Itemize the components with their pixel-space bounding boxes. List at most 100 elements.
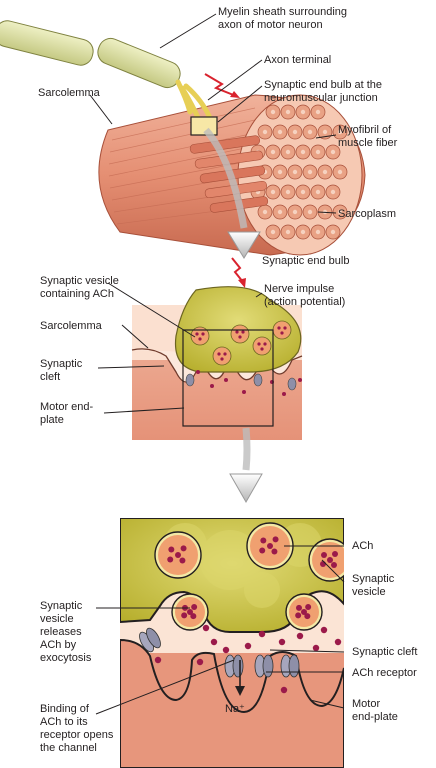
label-endplate-1: Motor end- <box>40 401 94 413</box>
myofibril-core <box>292 169 298 175</box>
ach-molecule <box>334 638 342 646</box>
ach-dot <box>195 332 199 336</box>
myofibril-core <box>292 209 298 215</box>
myofibril-core <box>270 109 276 115</box>
label-ach: ACh <box>352 540 373 552</box>
panel2-receptors <box>185 373 297 391</box>
label-endplate-2: plate <box>40 414 64 426</box>
ach-receptor <box>139 627 161 653</box>
myofibril-core <box>285 149 291 155</box>
ach-molecule <box>296 632 304 640</box>
myofibril-core <box>285 109 291 115</box>
label-binding-1: Binding of <box>40 703 90 715</box>
ach-dot <box>260 347 264 351</box>
ach-molecule <box>210 384 214 388</box>
receptor-half <box>146 627 161 649</box>
myofibril-core <box>270 149 276 155</box>
myelinated-axon <box>0 20 213 125</box>
myofibril-core <box>277 209 283 215</box>
ach-dot <box>220 357 224 361</box>
label-releases-5: exocytosis <box>40 652 92 664</box>
ach-molecule <box>282 392 286 396</box>
myofibril-core <box>262 209 268 215</box>
label-myofibril-2: muscle fiber <box>338 137 398 149</box>
ach-dot <box>263 342 267 346</box>
ach-molecule <box>202 624 210 632</box>
ach-molecule <box>298 378 302 382</box>
zoom-arrow-2-icon <box>229 427 263 504</box>
label-synaptic-vesicle-1: Synaptic <box>352 573 395 585</box>
myofibril-core <box>322 169 328 175</box>
label-myelin-1: Myelin sheath surrounding <box>218 6 347 18</box>
ach-dot <box>301 609 307 615</box>
panel-synaptic-end-bulb: Synaptic end bulb Synaptic vesicle conta… <box>40 255 349 440</box>
ach-dot <box>187 609 193 615</box>
label-synaptic-vesicle-2: vesicle <box>352 586 386 598</box>
label-cleft-1: Synaptic <box>40 358 83 370</box>
myofibril-core <box>315 109 321 115</box>
panel3-annotations: ACh Synaptic vesicle Synaptic vesicle re… <box>40 540 417 754</box>
zoom-box-2 <box>182 329 274 427</box>
ach-dot <box>190 613 197 620</box>
myofibril-core <box>285 189 291 195</box>
ach-dot <box>305 604 312 610</box>
ach-dot <box>179 557 186 564</box>
label-endplate-3-1: Motor <box>352 698 380 710</box>
ach-dot <box>259 547 266 554</box>
label-releases-4: ACh by <box>40 639 77 651</box>
label-sodium: Na⁺ <box>225 703 245 715</box>
ach-molecule <box>154 656 162 664</box>
myofibril-core <box>277 129 283 135</box>
myofibril-core <box>337 209 343 215</box>
myofibril-core <box>315 229 321 235</box>
myofibril-core <box>307 209 313 215</box>
label-sarcoplasm: Sarcoplasm <box>338 208 396 220</box>
panel-muscle-fiber: Myelin sheath surrounding axon of motor … <box>0 6 398 256</box>
ach-molecule <box>210 638 218 646</box>
label-sarcolemma-2: Sarcolemma <box>40 320 103 332</box>
impulse-arrow-2-icon <box>231 257 244 283</box>
myofibril-core <box>337 169 343 175</box>
myofibril-core <box>337 129 343 135</box>
ach-dot <box>238 335 242 339</box>
vesicle <box>272 320 292 340</box>
ach-dot <box>257 342 261 346</box>
ach-dot <box>304 613 311 620</box>
ach-molecule <box>222 646 230 654</box>
label-myofibril-1: Myofibril of <box>338 124 392 136</box>
receptor-half <box>288 654 300 678</box>
impulse-arrow-icon <box>204 73 237 97</box>
label-end-bulb-2: neuromuscular junction <box>264 92 378 104</box>
ach-molecule <box>196 370 200 374</box>
ach-dot <box>175 552 181 558</box>
ach-dot <box>241 330 245 334</box>
vesicle <box>212 346 232 366</box>
label-releases-3: releases <box>40 626 82 638</box>
label-binding-3: receptor opens <box>40 729 114 741</box>
ach-dot <box>201 332 205 336</box>
ach-dot <box>217 352 221 356</box>
ach-dot <box>168 546 175 553</box>
label-releases-1: Synaptic <box>40 600 83 612</box>
label-vesicle-1: Synaptic vesicle <box>40 275 119 287</box>
ach-dot <box>191 604 198 610</box>
myofibril-core <box>315 189 321 195</box>
myofibril-core <box>330 189 336 195</box>
myofibril-core <box>315 149 321 155</box>
ach-dot <box>267 543 273 549</box>
label-vesicle-2: containing ACh <box>40 288 114 300</box>
ach-molecule <box>242 390 246 394</box>
ach-dot <box>296 604 302 611</box>
label-binding-2: ACh to its <box>40 716 88 728</box>
label-end-bulb-2: Synaptic end bulb <box>262 255 349 267</box>
ach-dot <box>277 326 281 330</box>
myofibril-cross-sections <box>250 104 348 240</box>
ach-dot <box>283 326 287 330</box>
label-releases-2: vesicle <box>40 613 74 625</box>
label-myelin-2: axon of motor neuron <box>218 19 323 31</box>
myofibril-core <box>307 169 313 175</box>
myofibril-core <box>330 149 336 155</box>
ach-molecule <box>224 378 228 382</box>
vesicle <box>252 336 272 356</box>
myofibril-core <box>307 129 313 135</box>
